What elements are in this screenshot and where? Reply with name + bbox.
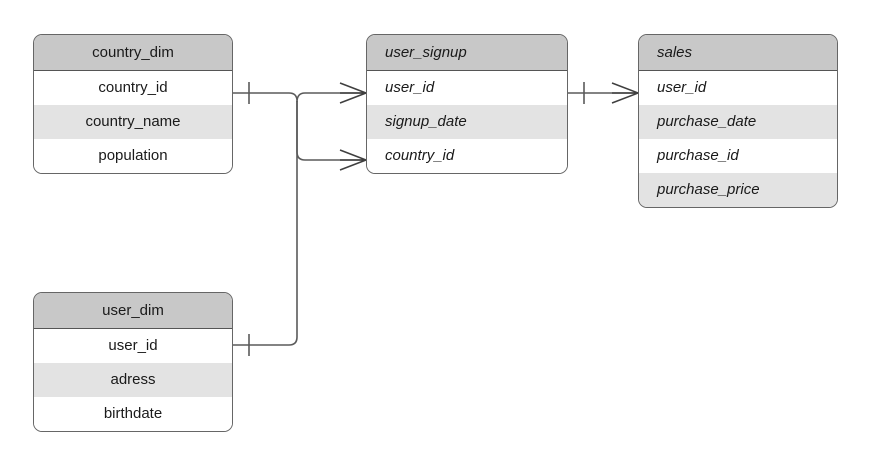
entity-field-user_signup-country_id[interactable]: country_id: [367, 139, 567, 173]
entity-field-sales-purchase_id[interactable]: purchase_id: [639, 139, 837, 173]
entity-field-sales-user_id[interactable]: user_id: [639, 71, 837, 105]
relationship-country_dim-to-user_signup-country_id: [296, 101, 367, 171]
entity-field-sales-purchase_date[interactable]: purchase_date: [639, 105, 837, 139]
entity-field-country_dim-country_id[interactable]: country_id: [34, 71, 232, 105]
entity-field-user_dim-adress[interactable]: adress: [34, 363, 232, 397]
entity-title-user_signup: user_signup: [367, 35, 567, 71]
entity-field-user_dim-user_id[interactable]: user_id: [34, 329, 232, 363]
relationship-country_dim-to-user_signup-user_id: [233, 82, 367, 104]
entity-field-user_signup-user_id[interactable]: user_id: [367, 71, 567, 105]
entity-user_dim[interactable]: user_dim user_id adress birthdate: [33, 292, 233, 432]
entity-field-user_signup-signup_date[interactable]: signup_date: [367, 105, 567, 139]
entity-field-user_dim-birthdate[interactable]: birthdate: [34, 397, 232, 431]
entity-title-sales: sales: [639, 35, 837, 71]
entity-field-sales-purchase_price[interactable]: purchase_price: [639, 173, 837, 207]
entity-sales[interactable]: sales user_id purchase_date purchase_id …: [638, 34, 838, 208]
entity-title-country_dim: country_dim: [34, 35, 232, 71]
entity-title-user_dim: user_dim: [34, 293, 232, 329]
entity-user_signup[interactable]: user_signup user_id signup_date country_…: [366, 34, 568, 174]
relationship-user_signup-to-sales: [568, 82, 639, 104]
entity-country_dim[interactable]: country_dim country_id country_name popu…: [33, 34, 233, 174]
relationship-user_dim-to-user_signup: [233, 101, 298, 356]
entity-field-country_dim-country_name[interactable]: country_name: [34, 105, 232, 139]
entity-field-country_dim-population[interactable]: population: [34, 139, 232, 173]
